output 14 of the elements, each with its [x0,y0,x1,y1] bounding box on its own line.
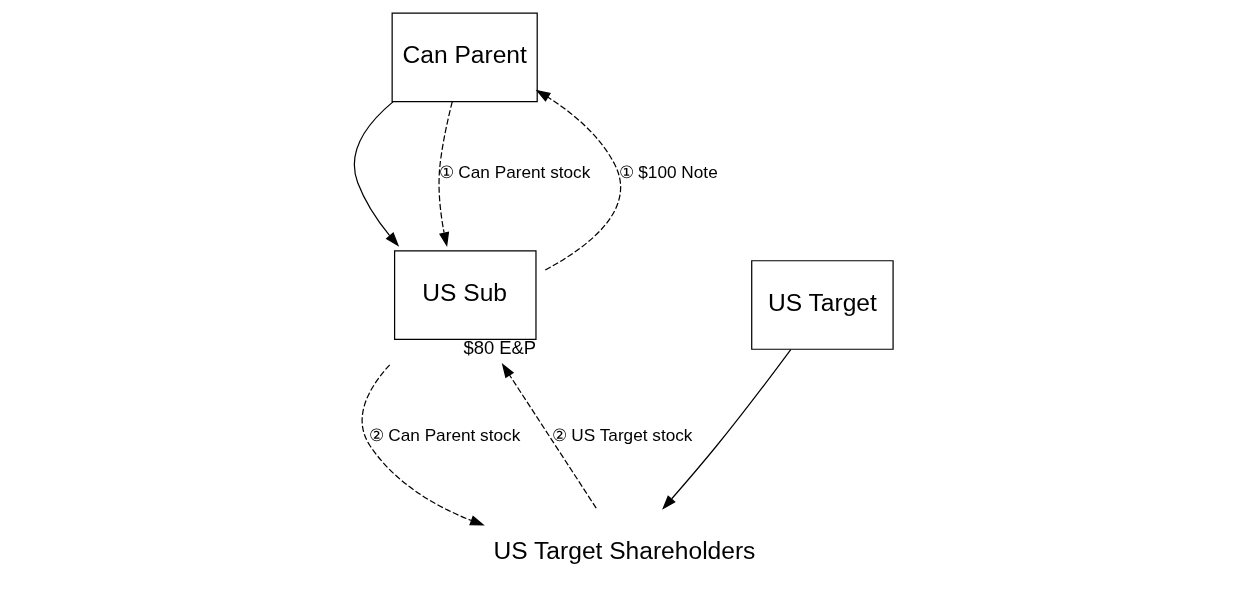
arrow [501,363,597,509]
node-box: Can Parent [391,12,538,103]
arrow [662,348,792,510]
arrow [353,101,400,247]
edge-label: ② Can Parent stock [368,425,521,446]
edge-label: ① $100 Note [618,162,718,183]
arrow [535,89,622,271]
arrow [361,364,485,526]
node-box: US Sub [394,250,537,341]
edge-label: ② US Target stock [551,425,693,446]
edge-label: ① Can Parent stock [438,162,591,183]
node-text: US Target Shareholders [493,536,756,564]
node-box: US Target [751,260,894,350]
arrow [438,101,453,248]
